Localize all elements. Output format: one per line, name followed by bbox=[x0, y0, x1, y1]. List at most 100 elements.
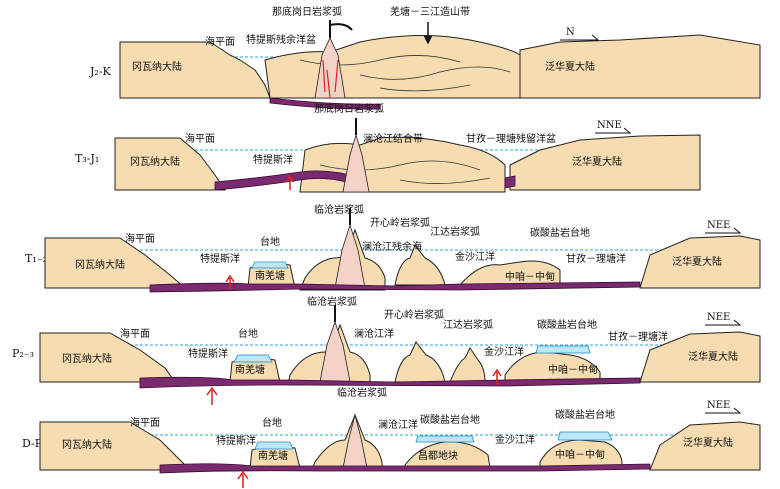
direction-arrow-icon bbox=[560, 34, 600, 41]
subducting-plate bbox=[159, 463, 651, 474]
zhongza-block bbox=[539, 439, 623, 469]
lancang-label: 澜沧江洋 bbox=[378, 418, 418, 431]
panel-p2-3: P₂₋₃ NEE 冈瓦纳大陆 泛华夏大陆 海平面 特提斯洋 台地 南羌塘 临沧岩… bbox=[12, 295, 761, 405]
east-continent-label: 泛华夏大陆 bbox=[572, 155, 622, 168]
direction-arrow-icon bbox=[705, 407, 742, 414]
west-continent bbox=[39, 332, 176, 383]
arc2-label: 开心岭岩浆弧 bbox=[384, 308, 444, 321]
jinsha-label: 金沙江洋 bbox=[484, 345, 524, 358]
remnant-basin-label: 特提斯残余洋盆 bbox=[246, 33, 316, 46]
zhongza-label: 中咱－中甸 bbox=[548, 363, 598, 376]
arc3-label: 江达岩浆弧 bbox=[430, 225, 480, 238]
arc1-label: 临沧岩浆弧 bbox=[337, 386, 387, 399]
east-continent bbox=[519, 34, 761, 99]
west-continent bbox=[114, 137, 226, 191]
west-continent-label: 冈瓦纳大陆 bbox=[62, 352, 112, 365]
subducting-plate bbox=[149, 281, 641, 293]
block-label: 南羌塘 bbox=[255, 269, 285, 282]
panel-d-p1: D-P₁ NEE 冈瓦纳大陆 泛华夏大陆 海平面 特提斯洋 台地 南羌塘 临沧岩… bbox=[22, 386, 761, 488]
west-continent bbox=[44, 237, 187, 289]
east-continent bbox=[639, 235, 761, 289]
ocean-label: 特提斯洋 bbox=[188, 347, 228, 360]
magma-upwelling-arrow-icon bbox=[206, 386, 218, 405]
direction-label: NNE bbox=[597, 120, 622, 131]
remnant-basin-label: 甘孜－理塘残留洋盆 bbox=[466, 132, 556, 145]
arc1-label: 临沧岩浆弧 bbox=[314, 203, 364, 216]
magmatic-arc-body bbox=[342, 133, 370, 193]
magma-upwelling-arrow-icon-2 bbox=[492, 368, 502, 385]
orogen-label: 羌塘－三江造山带 bbox=[390, 5, 470, 18]
magmatic-arc-label: 那底岗日岩浆弧 bbox=[272, 5, 342, 18]
west-continent bbox=[119, 41, 271, 99]
panel-age-label: T₁₋₂ bbox=[25, 252, 47, 265]
west-continent-label: 冈瓦纳大陆 bbox=[130, 155, 180, 168]
magmatic-arc-label: 那底岗日岩浆弧 bbox=[314, 102, 384, 115]
platform-label: 台地 bbox=[262, 416, 282, 429]
west-continent-label: 冈瓦纳大陆 bbox=[132, 60, 182, 73]
jinsha-label: 金沙江洋 bbox=[495, 433, 535, 446]
fold-lines bbox=[319, 160, 491, 184]
carbonate-platform-1 bbox=[415, 435, 475, 443]
carbonate1-label: 碳酸盐岩台地 bbox=[420, 413, 480, 426]
ocean-label: 特提斯洋 bbox=[216, 434, 256, 447]
subducting-plate-east bbox=[504, 175, 516, 189]
direction-arrow-icon bbox=[705, 227, 742, 234]
carbonate2-label: 碳酸盐岩台地 bbox=[555, 408, 615, 421]
sea-level-label: 海平面 bbox=[185, 132, 215, 145]
direction-label: NEE bbox=[707, 312, 730, 323]
east-continent-label: 泛华夏大陆 bbox=[545, 60, 595, 73]
panel-t1-2: T₁₋₂ NEE 冈瓦纳大陆 泛华夏大陆 海平面 特提斯洋 台地 南羌塘 临沧岩… bbox=[25, 203, 761, 293]
remnant-sea-label: 澜沧江残余海 bbox=[362, 240, 422, 253]
subducting-plate bbox=[139, 376, 641, 389]
arc3-label: 江达岩浆弧 bbox=[443, 318, 493, 331]
changdu-label: 昌都地块 bbox=[418, 449, 458, 462]
platform-label: 台地 bbox=[238, 327, 258, 340]
ganzi-label: 甘孜－理塘洋 bbox=[566, 252, 626, 265]
direction-arrow-icon bbox=[705, 319, 742, 326]
west-continent-label: 冈瓦纳大陆 bbox=[75, 258, 125, 271]
east-continent bbox=[649, 421, 761, 471]
jinsha-label: 金沙江洋 bbox=[455, 250, 495, 263]
block-label: 南羌塘 bbox=[258, 449, 288, 462]
carbonate-platform-2 bbox=[557, 431, 613, 441]
panel-t3-j1: T₃-J₁ NNE 冈瓦纳大陆 泛华夏大陆 海平面 特提斯洋 那底岗日岩浆弧 澜… bbox=[75, 102, 701, 193]
sea-level-label: 海平面 bbox=[125, 232, 155, 245]
kaixinling-arc-body bbox=[394, 341, 446, 383]
arc2-label: 开心岭岩浆弧 bbox=[370, 216, 430, 229]
zhongza-label: 中咱－中甸 bbox=[505, 270, 555, 283]
platform-carbonate bbox=[251, 261, 289, 269]
ocean-label: 特提斯洋 bbox=[200, 252, 240, 265]
platform-label: 台地 bbox=[260, 235, 280, 248]
direction-label: NEE bbox=[707, 220, 730, 231]
ocean-label: 特提斯洋 bbox=[253, 153, 293, 166]
block-label: 南羌塘 bbox=[235, 363, 265, 376]
panel-age-label: P₂₋₃ bbox=[12, 347, 34, 360]
subducting-plate bbox=[269, 97, 381, 110]
sea-level-label: 海平面 bbox=[120, 327, 150, 340]
platform-carbonate bbox=[233, 354, 273, 363]
east-continent-label: 泛华夏大陆 bbox=[672, 255, 722, 268]
magma-upwelling-arrow-icon bbox=[285, 174, 295, 190]
west-continent-label: 冈瓦纳大陆 bbox=[62, 438, 112, 451]
junction-label: 澜沧江结合带 bbox=[363, 132, 423, 145]
sea-level-label: 海平面 bbox=[130, 416, 160, 429]
panel-age-label: T₃-J₁ bbox=[75, 152, 99, 165]
zhongza-label: 中咱－中甸 bbox=[555, 448, 605, 461]
east-continent-label: 泛华夏大陆 bbox=[683, 436, 733, 449]
zhongza-block bbox=[458, 260, 561, 286]
panel-age-label: J₂-K bbox=[89, 65, 112, 78]
volcano-plume-curl-icon bbox=[329, 23, 353, 31]
ganzi-label: 甘孜－理塘洋 bbox=[608, 330, 668, 343]
carbonate-label: 碳酸盐岩台地 bbox=[530, 226, 590, 239]
magmatic-arc-body bbox=[314, 37, 346, 99]
carbonate-platform bbox=[535, 345, 591, 354]
kaixinling-arc-body bbox=[394, 243, 446, 286]
carbonate-label: 碳酸盐岩台地 bbox=[537, 318, 597, 331]
arc1-label: 临沧岩浆弧 bbox=[307, 295, 357, 308]
magma-arrows bbox=[322, 59, 339, 99]
west-continent bbox=[39, 421, 192, 471]
magma-upwelling-arrow-icon bbox=[237, 470, 249, 488]
jiangda-arc-body bbox=[449, 347, 486, 383]
direction-label: N bbox=[566, 27, 575, 38]
